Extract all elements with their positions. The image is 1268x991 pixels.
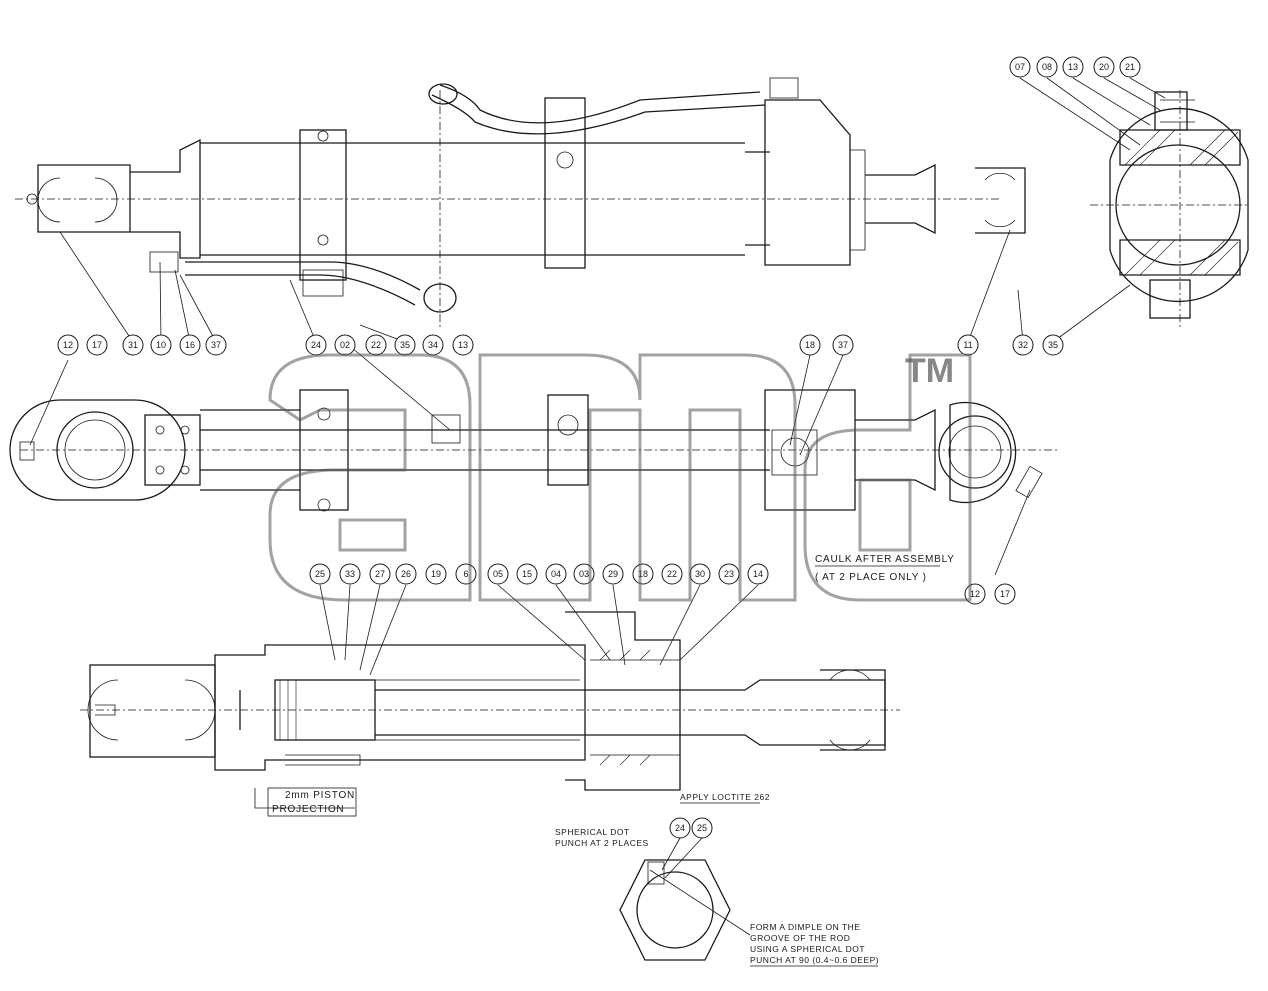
svg-text:12: 12 — [63, 340, 73, 350]
svg-text:TM: TM — [905, 352, 954, 390]
svg-text:37: 37 — [838, 340, 848, 350]
callouts-row-c: 11 32 35 — [957, 334, 1064, 356]
svg-text:25: 25 — [697, 823, 707, 833]
callouts-mid-pair: 18 37 — [799, 334, 854, 356]
hex-nut-detail — [619, 859, 751, 961]
svg-text:13: 13 — [1068, 62, 1078, 72]
svg-text:35: 35 — [1048, 340, 1058, 350]
svg-text:31: 31 — [128, 340, 138, 350]
svg-text:2mm PISTON: 2mm PISTON — [285, 790, 355, 801]
callouts-section-row: 25 33 27 26 19 6 05 15 04 03 29 18 22 30… — [309, 563, 769, 585]
callouts-top-row: 07 08 13 20 21 — [1009, 56, 1141, 78]
svg-text:17: 17 — [1000, 589, 1010, 599]
svg-text:( AT 2 PLACE ONLY ): ( AT 2 PLACE ONLY ) — [815, 572, 927, 583]
svg-text:17: 17 — [92, 340, 102, 350]
svg-text:12: 12 — [970, 589, 980, 599]
svg-text:GROOVE OF THE ROD: GROOVE OF THE ROD — [750, 933, 850, 943]
note-caulk: CAULK AFTER ASSEMBLY ( AT 2 PLACE ONLY ) — [815, 554, 955, 583]
svg-text:USING A SPHERICAL DOT: USING A SPHERICAL DOT — [750, 944, 865, 954]
svg-text:14: 14 — [753, 569, 763, 579]
svg-text:20: 20 — [1099, 62, 1109, 72]
svg-text:02: 02 — [340, 340, 350, 350]
svg-text:27: 27 — [375, 569, 385, 579]
svg-text:34: 34 — [428, 340, 438, 350]
svg-text:29: 29 — [608, 569, 618, 579]
svg-text:04: 04 — [551, 569, 561, 579]
callouts-left-pair: 12 17 — [57, 334, 108, 356]
svg-text:13: 13 — [458, 340, 468, 350]
svg-text:30: 30 — [695, 569, 705, 579]
svg-text:10: 10 — [156, 340, 166, 350]
svg-text:19: 19 — [431, 569, 441, 579]
svg-text:18: 18 — [638, 569, 648, 579]
note-loctite: APPLY LOCTITE 262 — [680, 792, 770, 804]
svg-text:SPHERICAL DOT: SPHERICAL DOT — [555, 827, 630, 837]
svg-text:03: 03 — [579, 569, 589, 579]
svg-text:07: 07 — [1015, 62, 1025, 72]
svg-text:18: 18 — [805, 340, 815, 350]
callouts-row-b: 24 02 22 35 34 13 — [305, 334, 474, 356]
note-piston: 2mm PISTON PROJECTION — [267, 787, 357, 817]
svg-text:15: 15 — [522, 569, 532, 579]
note-form-dimple: FORM A DIMPLE ON THE GROOVE OF THE ROD U… — [750, 922, 879, 967]
svg-text:24: 24 — [675, 823, 685, 833]
svg-text:PUNCH AT 90 (0.4~0.6 DEEP): PUNCH AT 90 (0.4~0.6 DEEP) — [750, 955, 879, 965]
svg-text:PROJECTION: PROJECTION — [272, 804, 344, 815]
svg-text:21: 21 — [1125, 62, 1135, 72]
svg-text:32: 32 — [1018, 340, 1028, 350]
svg-text:35: 35 — [400, 340, 410, 350]
callouts-right-pair: 12 17 — [964, 583, 1016, 605]
svg-text:PUNCH AT 2 PLACES: PUNCH AT 2 PLACES — [555, 838, 649, 848]
svg-text:APPLY LOCTITE 262: APPLY LOCTITE 262 — [680, 792, 770, 802]
svg-text:22: 22 — [667, 569, 677, 579]
leader-lines — [29, 77, 1166, 879]
watermark-logo: TM — [268, 352, 972, 602]
svg-text:11: 11 — [963, 340, 972, 350]
svg-text:05: 05 — [493, 569, 503, 579]
note-spherical: SPHERICAL DOT PUNCH AT 2 PLACES — [555, 827, 649, 848]
svg-text:FORM A DIMPLE ON THE: FORM A DIMPLE ON THE — [750, 922, 860, 932]
svg-text:CAULK AFTER ASSEMBLY: CAULK AFTER ASSEMBLY — [815, 554, 955, 565]
ball-joint-section — [1090, 90, 1250, 330]
svg-text:33: 33 — [345, 569, 355, 579]
svg-text:22: 22 — [371, 340, 381, 350]
callouts-row-a: 31 10 16 37 — [122, 334, 227, 356]
svg-text:24: 24 — [311, 340, 321, 350]
svg-text:26: 26 — [401, 569, 411, 579]
svg-text:16: 16 — [185, 340, 195, 350]
cylinder-middle-view — [9, 389, 1060, 512]
svg-text:6: 6 — [463, 569, 468, 579]
svg-text:25: 25 — [315, 569, 325, 579]
cylinder-section-view — [80, 611, 900, 809]
callouts-nut-pair: 24 25 — [669, 817, 713, 839]
svg-text:08: 08 — [1042, 62, 1052, 72]
svg-text:37: 37 — [211, 340, 221, 350]
svg-text:23: 23 — [724, 569, 734, 579]
cylinder-top-view — [15, 77, 1026, 330]
